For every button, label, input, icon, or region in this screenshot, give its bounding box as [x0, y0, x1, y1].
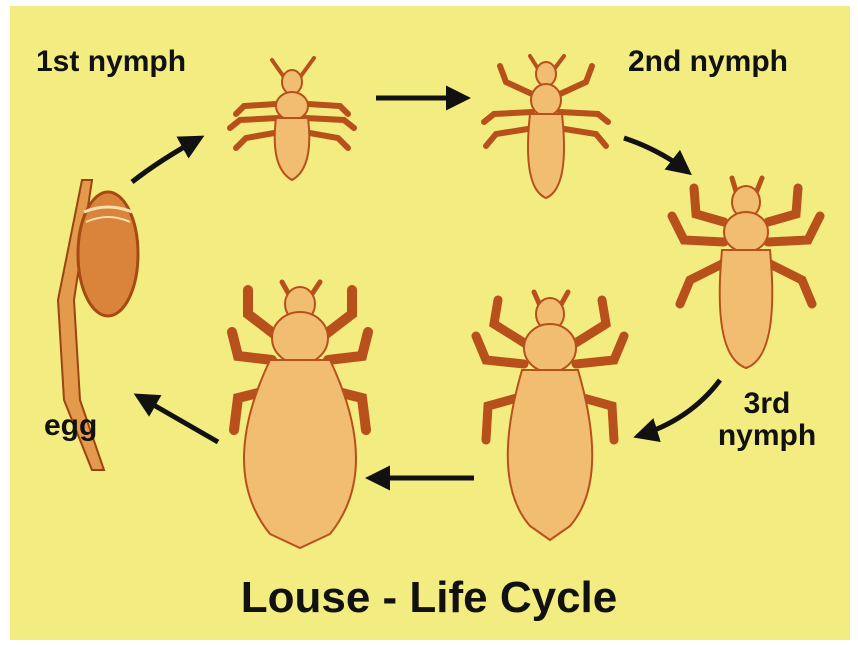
second-nymph-illustration [484, 56, 608, 198]
label-first-nymph: 1st nymph [36, 46, 186, 78]
label-third-nymph: 3rd nymph [712, 388, 822, 451]
third-nymph-illustration [672, 178, 820, 368]
diagram-title: Louse - Life Cycle [0, 575, 858, 621]
first-nymph-illustration [230, 58, 354, 180]
label-egg: egg [44, 410, 97, 442]
adult-louse-left-illustration [232, 282, 368, 548]
arrow-nymph3-to-adult [638, 380, 720, 436]
label-second-nymph: 2nd nymph [628, 46, 788, 78]
cycle-arrows [132, 98, 720, 478]
arrow-egg-to-nymph1 [132, 138, 200, 182]
adult-louse-right-illustration [476, 292, 624, 540]
arrow-adult-to-egg [138, 396, 218, 442]
arrow-nymph2-to-nymph3 [624, 138, 688, 172]
